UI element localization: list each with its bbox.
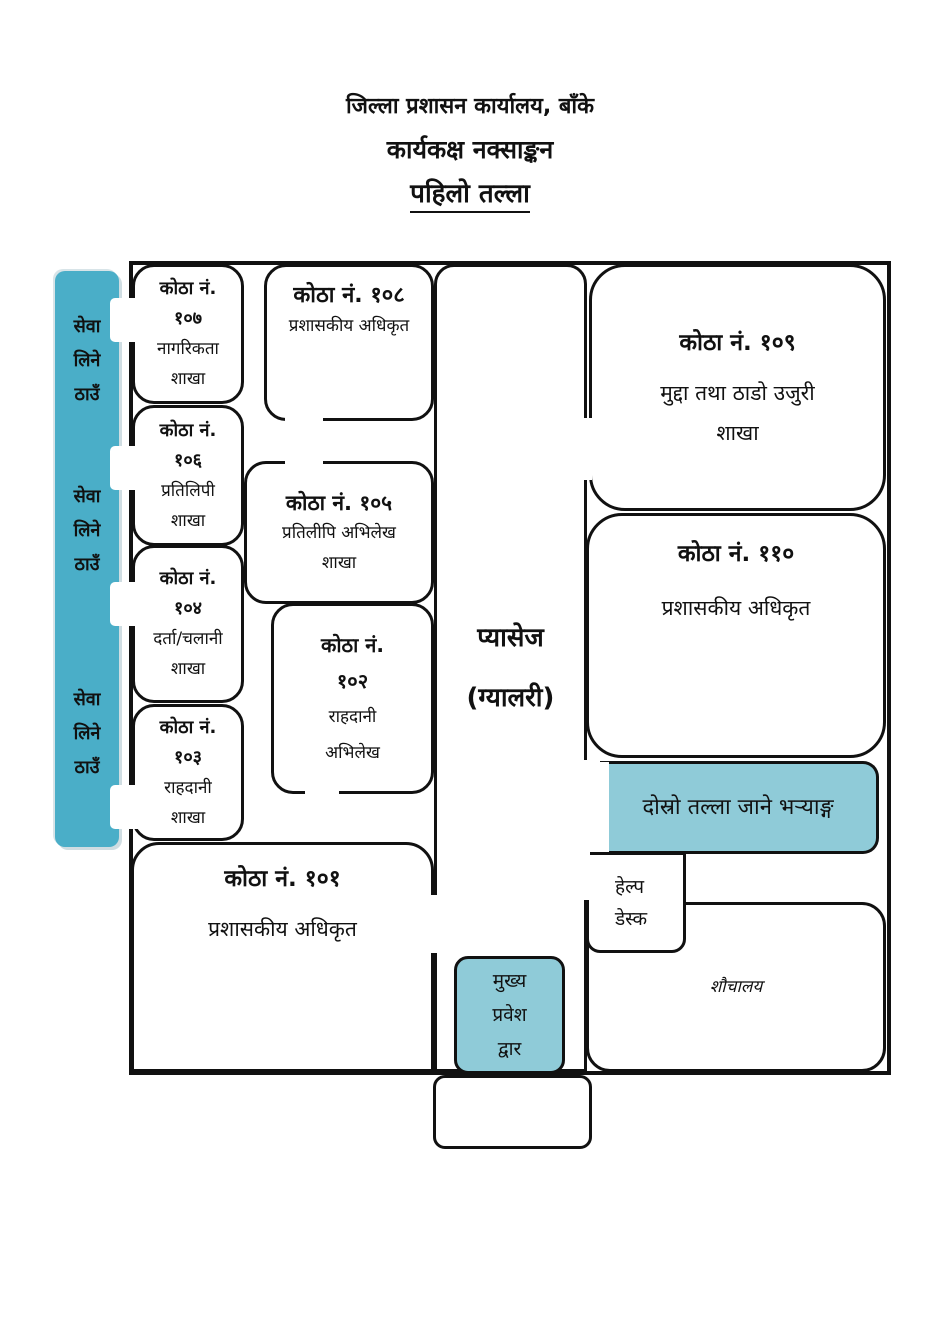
service-label-2: सेवालिनेठाउँ xyxy=(73,486,101,575)
service-window-104 xyxy=(110,582,140,626)
toilet[interactable]: शौचालय xyxy=(586,902,886,1072)
passage-gallery: प्यासेज (ग्यालरी) xyxy=(434,264,587,1072)
entrance-step xyxy=(433,1075,592,1149)
door-102 xyxy=(305,790,339,796)
office-title: जिल्ला प्रशासन कार्यालय, बाँके xyxy=(345,94,595,119)
service-window-103 xyxy=(110,785,140,829)
floor-title-wrap: पहिलो तल्ला xyxy=(0,174,940,213)
stairs-opening xyxy=(589,762,609,854)
service-window-107 xyxy=(110,298,140,342)
door-109 xyxy=(584,418,592,480)
service-label-1: सेवालिनेठाउँ xyxy=(73,316,101,405)
door-105 xyxy=(285,459,323,465)
floor-title: पहिलो तल्ला xyxy=(410,179,530,213)
service-window-106 xyxy=(110,446,140,490)
door-108 xyxy=(285,416,323,422)
door-101 xyxy=(431,895,437,953)
passage-right-opening xyxy=(584,760,590,900)
stairs-to-second-floor[interactable]: दोस्रो तल्ला जाने भऱ्याङ्ग xyxy=(600,761,879,854)
service-area-strip xyxy=(55,271,119,847)
service-label-3: सेवालिनेठाउँ xyxy=(73,689,101,778)
map-title: कार्यकक्ष नक्साङ्कन xyxy=(386,135,554,164)
